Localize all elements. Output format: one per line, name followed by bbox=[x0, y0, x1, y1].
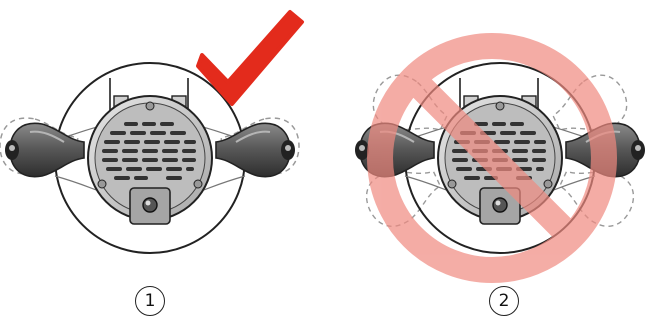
checkmark-icon bbox=[196, 10, 304, 106]
panel-incorrect bbox=[354, 33, 645, 283]
panel-correct bbox=[0, 10, 304, 254]
step-number-text: 1 bbox=[144, 291, 156, 311]
step-number-1: 1 bbox=[135, 286, 165, 316]
step-number-text: 2 bbox=[498, 291, 510, 311]
prohibited-icon bbox=[367, 33, 617, 283]
device-illustration-correct bbox=[0, 62, 300, 254]
step-number-2: 2 bbox=[489, 286, 519, 316]
